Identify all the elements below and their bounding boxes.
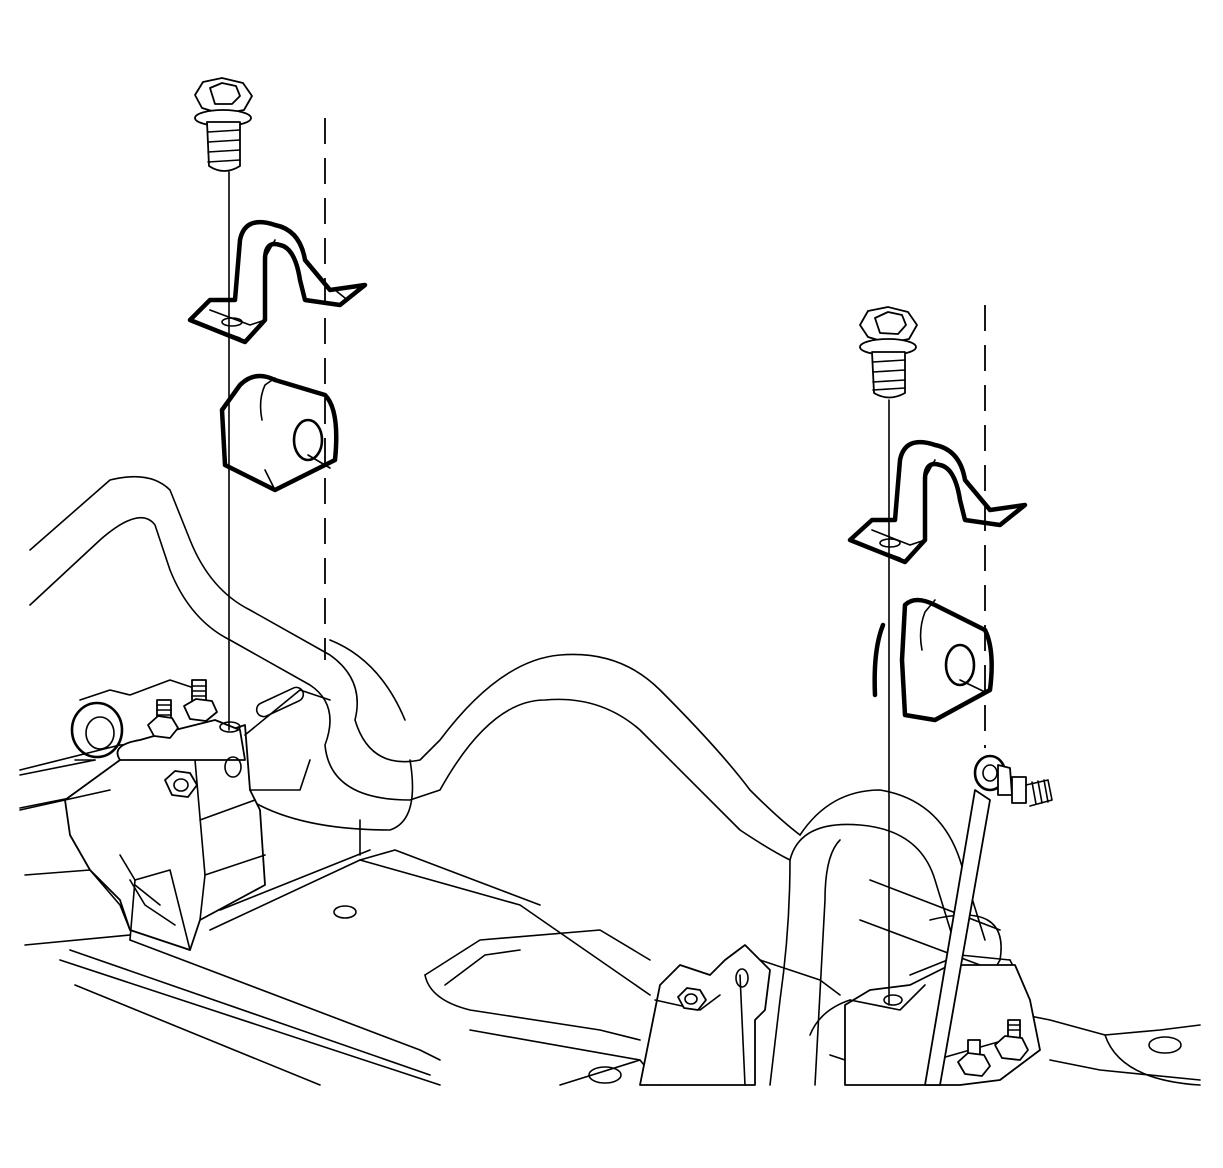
left-mount-bracket xyxy=(64,679,331,951)
left-insulator xyxy=(219,373,339,493)
center-bracket xyxy=(639,944,771,1086)
stabilizer-link xyxy=(924,754,1053,1086)
right-bolt xyxy=(859,306,918,399)
right-insulator xyxy=(872,597,994,723)
left-clamp xyxy=(187,219,368,345)
vehicle-frame xyxy=(19,639,1201,1086)
right-clamp xyxy=(847,439,1028,565)
stabilizer-shaft xyxy=(19,475,986,1086)
left-bolt xyxy=(194,77,253,172)
